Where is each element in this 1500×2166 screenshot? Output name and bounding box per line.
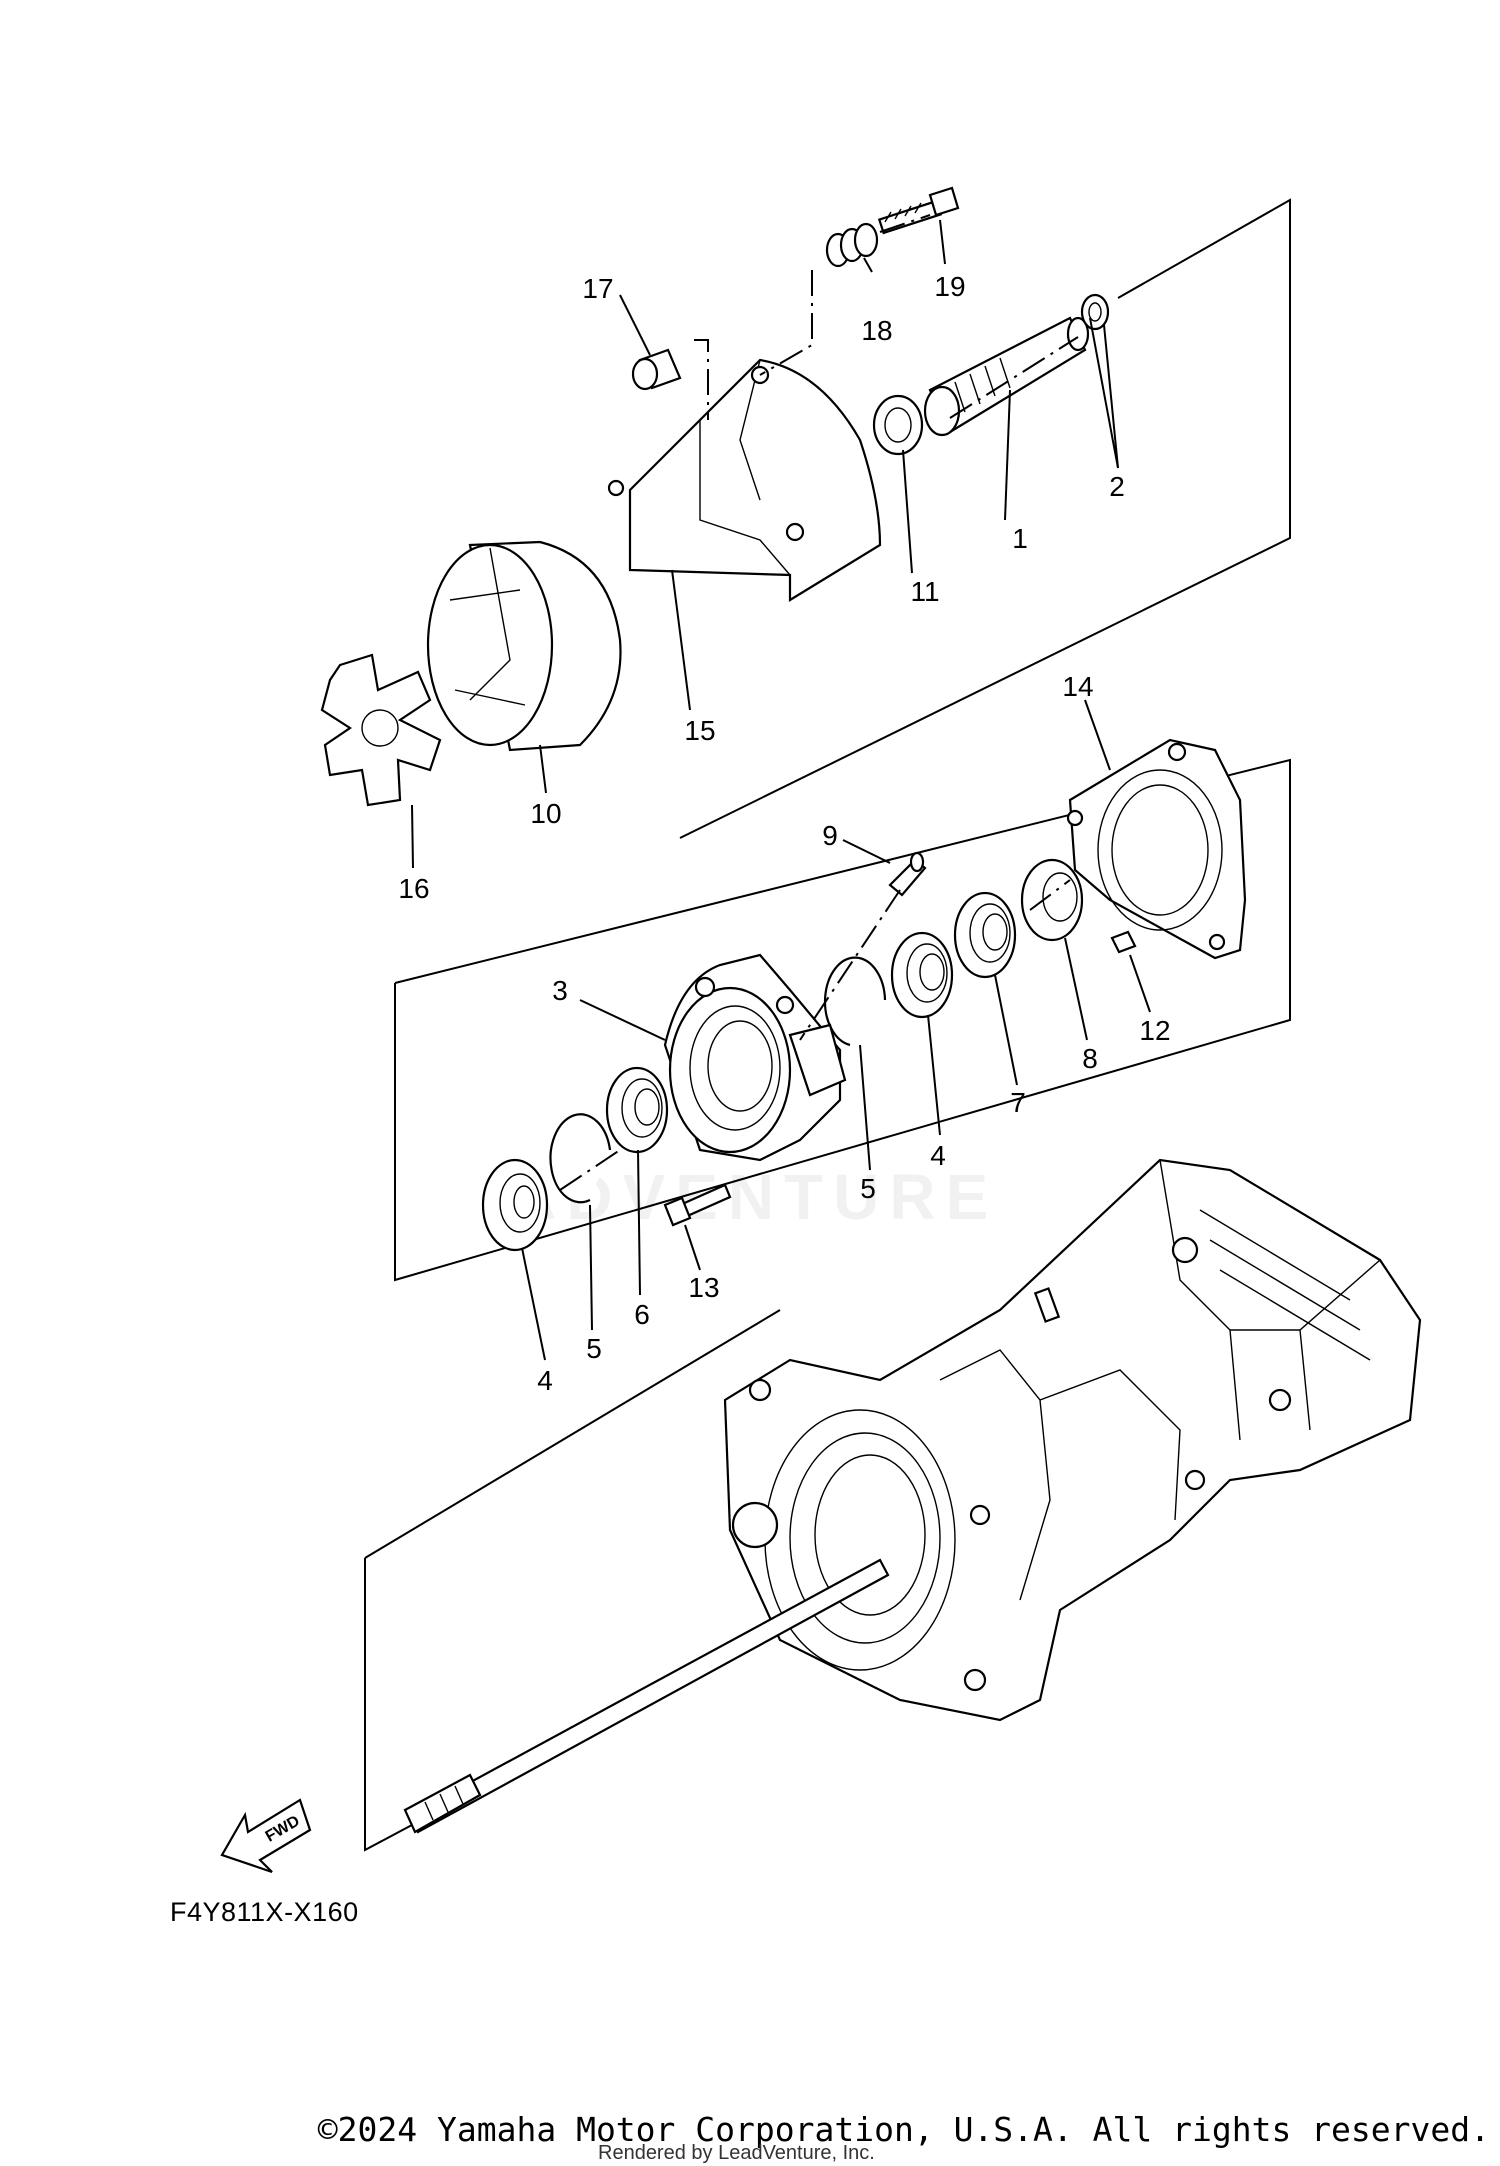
callout-7[interactable]: 7 (1010, 1087, 1026, 1118)
callout-1[interactable]: 1 (1012, 523, 1028, 554)
diagram-code: F4Y811X-X160 (170, 1897, 359, 1927)
part-4-bearing-right[interactable] (890, 931, 954, 1019)
part-7-bearing[interactable] (953, 891, 1017, 979)
rendered-by-credit: Rendered by LeadVenture, Inc. (598, 2142, 875, 2164)
callout-18[interactable]: 18 (861, 315, 892, 346)
callout-13[interactable]: 13 (688, 1272, 719, 1303)
part-15-cover[interactable] (607, 358, 882, 602)
part-5-circlip-left[interactable] (549, 1113, 612, 1204)
callout-17[interactable]: 17 (582, 273, 613, 304)
lower-section-frame (364, 1309, 781, 1852)
callout-19[interactable]: 19 (934, 271, 965, 302)
callout-6[interactable]: 6 (634, 1299, 650, 1330)
callout-4-left[interactable]: 4 (537, 1365, 553, 1396)
callout-5-left[interactable]: 5 (586, 1333, 602, 1364)
callout-16[interactable]: 16 (398, 873, 429, 904)
part-11-ring[interactable] (872, 394, 924, 456)
callout-9[interactable]: 9 (822, 820, 838, 851)
fwd-direction-arrow-icon: FWD (220, 1798, 312, 1874)
part-14-housing[interactable] (1066, 738, 1247, 960)
part-16-damper[interactable] (320, 653, 442, 807)
part-6-bearing[interactable] (605, 1066, 669, 1154)
part-12-pin[interactable] (1110, 930, 1137, 954)
middle-section-frame (394, 758, 1291, 1282)
assembly-guide-lines (559, 214, 1079, 1191)
part-2-o-ring[interactable] (1080, 293, 1110, 331)
callout-5-right[interactable]: 5 (860, 1173, 876, 1204)
part-17-collar[interactable] (631, 348, 682, 391)
part-4-seal-left[interactable] (481, 1158, 549, 1252)
part-5-circlip-right[interactable] (823, 956, 887, 1047)
part-10-coupling[interactable] (426, 540, 622, 752)
upper-section-frame (679, 198, 1291, 839)
part-13-bolt[interactable] (663, 1183, 732, 1227)
part-9-grease-nipple[interactable] (888, 851, 927, 897)
callout-12[interactable]: 12 (1139, 1015, 1170, 1046)
callout-10[interactable]: 10 (530, 798, 561, 829)
callout-14[interactable]: 14 (1062, 671, 1093, 702)
drive-shaft (403, 1558, 890, 1834)
callout-4-right[interactable]: 4 (930, 1140, 946, 1171)
part-1-shaft[interactable] (923, 316, 1090, 437)
callout-3[interactable]: 3 (552, 975, 568, 1006)
callout-2[interactable]: 2 (1109, 471, 1125, 502)
callout-8[interactable]: 8 (1082, 1043, 1098, 1074)
callout-15[interactable]: 15 (684, 715, 715, 746)
part-19-bolt[interactable] (877, 186, 960, 235)
part-3-bearing-housing[interactable] (663, 953, 847, 1162)
jet-pump-assembly (723, 1158, 1422, 1722)
part-18-spring[interactable] (825, 222, 879, 268)
part-8-seal[interactable] (1020, 858, 1084, 942)
callout-leader-lines (411, 219, 1151, 1361)
callout-labels: 1 2 3 4 4 5 5 6 7 8 9 10 11 12 13 14 15 … (398, 271, 1170, 1396)
copyright-notice: ©2024 Yamaha Motor Corporation, U.S.A. A… (317, 2110, 1490, 2149)
callout-11[interactable]: 11 (910, 576, 939, 607)
